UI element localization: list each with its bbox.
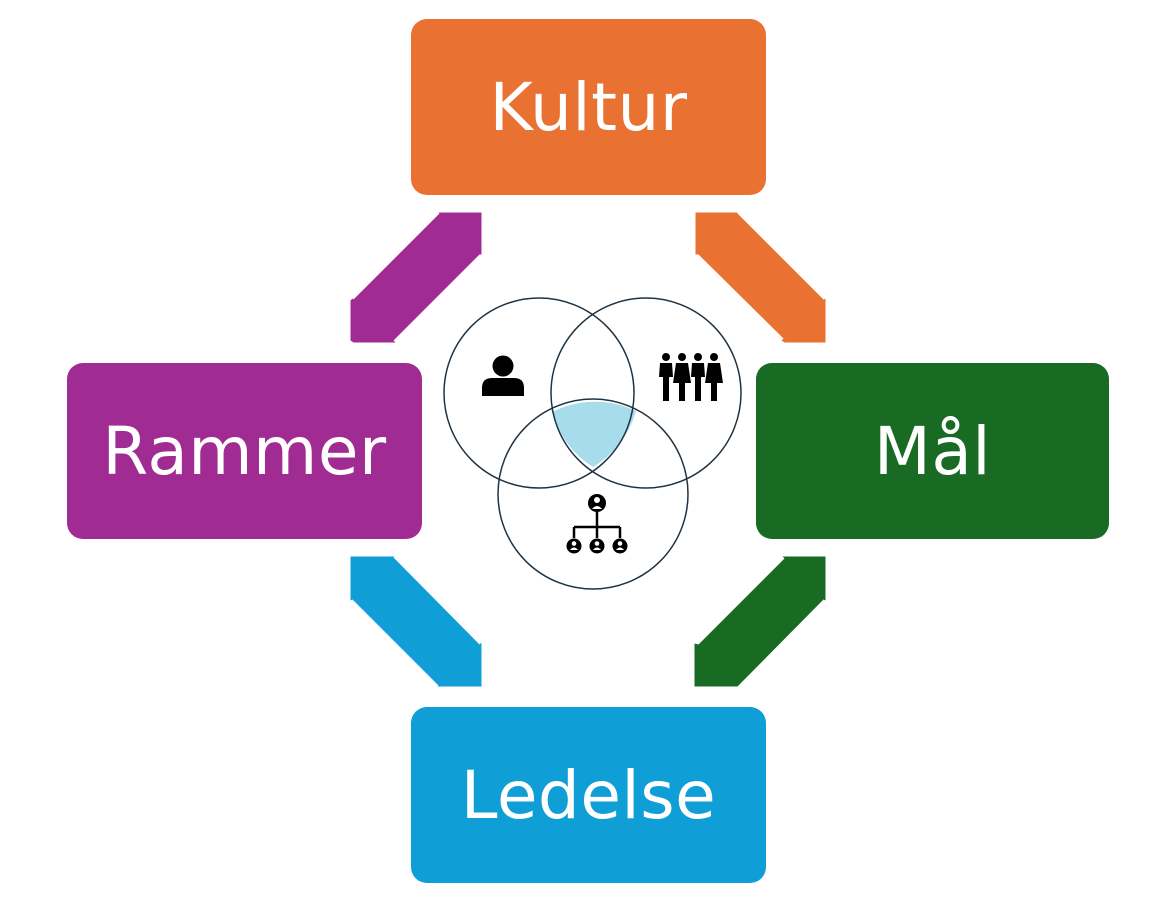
group-of-people-icon xyxy=(659,353,723,401)
person-icon xyxy=(482,355,524,396)
arrow-kultur-mal xyxy=(695,212,826,343)
kultur-label: Kultur xyxy=(489,68,688,146)
rammer-label: Rammer xyxy=(102,412,387,490)
ledelse-label: Ledelse xyxy=(460,756,717,834)
venn-intersection xyxy=(552,401,636,467)
venn-circle-person xyxy=(443,297,635,489)
org-chart-icon xyxy=(566,494,628,554)
arrow-kultur-rammer xyxy=(350,212,482,343)
venn-circle-group xyxy=(550,297,742,489)
venn-circle-organization xyxy=(497,398,689,590)
arrow-rammer-ledelse xyxy=(350,556,482,687)
kultur-box: Kultur xyxy=(411,19,766,195)
arrow-mal-ledelse xyxy=(694,556,826,687)
mal-box: Mål xyxy=(756,363,1109,539)
mal-label: Mål xyxy=(873,412,992,490)
ledelse-box: Ledelse xyxy=(411,707,766,883)
rammer-box: Rammer xyxy=(67,363,422,539)
venn-diagram xyxy=(443,297,742,590)
